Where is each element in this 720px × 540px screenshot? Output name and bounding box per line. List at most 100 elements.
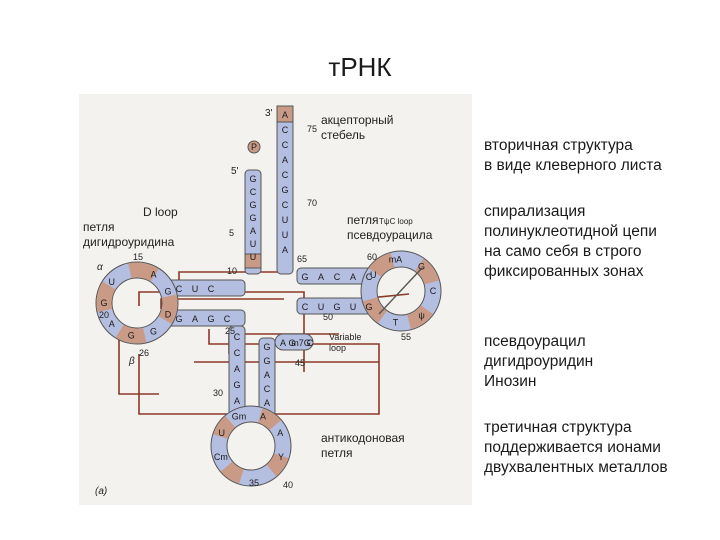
nucleotide-t-bottom: G [333,302,340,312]
three-prime-label: 3' [265,108,273,119]
nucleotide-t-loop: C [430,286,437,296]
position-number: 20 [99,310,109,320]
acceptor-label-2: стебель [321,128,365,142]
nucleotide-t-loop: ψ [418,311,424,321]
position-number: 75 [307,124,317,134]
nucleotide-t-bottom: U [318,302,325,312]
nucleotide-t-top: A [350,272,356,282]
caption-tertiary-structure: третичная структура поддерживается ионам… [484,419,668,476]
nucleotide-acceptor-5: A [250,226,256,236]
nucleotide-acceptor-5: U [250,252,257,262]
nucleotide-d-bottom: G [175,314,182,324]
nucleotide-t-bottom: C [302,302,309,312]
caption-spiralization: спирализация полинуклеотидной цепи на са… [484,203,657,280]
nucleotide-acceptor-3: C [282,170,289,180]
position-number: 5 [229,228,234,238]
position-number: 40 [283,480,293,490]
nucleotide-t-loop: T [393,318,399,328]
dloop-label-ru-1: петля [83,220,115,234]
position-number: 50 [323,312,333,322]
anticodon-label-2: петля [321,446,353,460]
dloop-label-ru-2: дигидроуридина [83,235,175,249]
phosphate-marker [247,140,261,154]
nucleotide-anticodon-right: G [263,356,270,366]
nucleotide-t-top: C [366,272,373,282]
d-loop-ring [95,261,179,345]
nucleotide-acceptor-3: A [282,155,288,165]
nucleotide-d-loop: A [109,319,115,329]
nucleotide-acceptor-5: U [250,239,257,249]
nucleotide-anticodon-left: C [234,332,241,342]
t-arm-stem [296,267,380,315]
nucleotide-anticodon-loop: Gm [232,411,247,421]
nucleotide-anticodon-loop: A [277,428,283,438]
phosphate-label: P [251,142,257,152]
position-number: 55 [401,332,411,342]
nucleotide-acceptor-5: G [249,174,256,184]
variable-label-1: Variable [329,332,361,342]
acceptor-stem-5prime [244,169,262,275]
panel-tag: (a) [95,486,107,497]
nucleotide-anticodon-left: A [234,364,240,374]
nucleotide-anticodon-right: A [264,370,270,380]
nucleotide-acceptor-3: G [281,185,288,195]
slide-title: тРНК [328,52,392,82]
nucleotide-anticodon-right: G [263,342,270,352]
nucleotide-anticodon-right: A [264,398,270,408]
position-number: 70 [307,198,317,208]
nucleotide-acceptor-3: C [282,125,289,135]
nucleotide-anticodon-loop: A [260,411,266,421]
anticodon-loop-ring [210,405,292,487]
position-number: 45 [295,358,305,368]
nucleotide-anticodon-loop: Cm [214,452,228,462]
nucleotide-acceptor-3: A [282,110,288,120]
trna-figure: P [79,94,472,505]
nucleotide-t-bottom: G [365,302,372,312]
t-loop-ring [360,250,442,332]
nucleotide-d-top: C [176,284,183,294]
nucleotide-t-loop: G [418,261,425,271]
nucleotide-acceptor-3: U [282,215,289,225]
nucleotide-d-bottom: A [192,314,198,324]
nucleotide-d-bottom: G [207,314,214,324]
nucleotide-variable: m7G [291,338,311,348]
position-number: 26 [139,348,149,358]
beta-label: β [128,356,135,367]
nucleotide-d-loop: G [150,327,157,337]
five-prime-label: 5' [231,166,239,177]
position-number: 30 [213,388,223,398]
variable-loop [274,333,314,351]
nucleotide-variable: G [288,338,295,348]
position-number: 35 [249,478,259,488]
d-arm-stem [162,279,246,327]
nucleotide-t-loop: mA [389,254,403,264]
nucleotide-variable: C [307,338,314,348]
position-number: 65 [297,254,307,264]
nucleotide-acceptor-5: G [249,200,256,210]
nucleotide-t-top: A [318,272,324,282]
nucleotide-d-loop: G [128,330,135,340]
caption-secondary-structure: вторичная структура в виде клеверного ли… [484,137,662,174]
position-number: 15 [133,252,143,262]
anticodon-label-1: антикодоновая [321,431,405,445]
nucleotide-anticodon-loop: U [219,428,226,438]
nucleotide-d-loop: A [150,269,156,279]
nucleotide-t-bottom: U [350,302,357,312]
nucleotide-d-bottom: C [224,314,231,324]
nucleotide-acceptor-5: C [250,187,257,197]
nucleotide-d-top: U [192,284,199,294]
position-number: 10 [227,266,237,276]
nucleotide-anticodon-left: C [234,348,241,358]
tloop-label-ru-2: псевдоурацила [347,228,433,242]
acceptor-stem-3prime [276,105,294,275]
tloop-label-en: TψC loop [379,217,413,226]
nucleotide-acceptor-3: U [282,230,289,240]
nucleotide-d-loop: D [165,309,172,319]
nucleotide-d-loop: G [100,298,107,308]
nucleotide-variable: A [280,338,286,348]
alpha-label: α [97,262,103,273]
nucleotide-t-top: C [334,272,341,282]
anticodon-stem [228,325,276,419]
